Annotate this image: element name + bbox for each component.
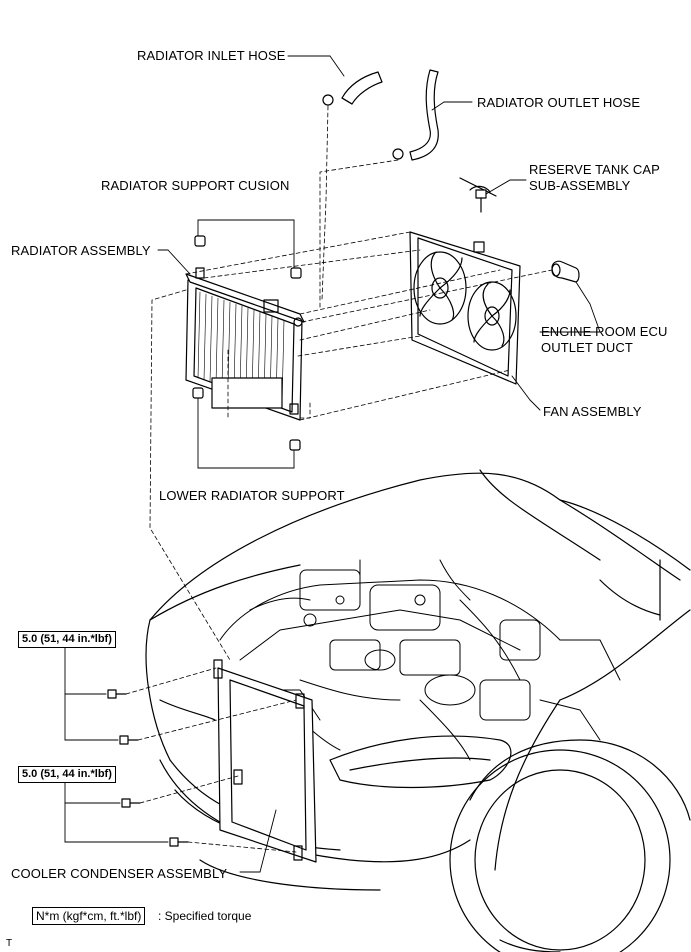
- vehicle-body: [146, 470, 690, 952]
- label-engine-room-ecu-line2: OUTLET DUCT: [541, 340, 633, 355]
- legend-torque-unit-box: N*m (kgf*cm, ft.*lbf): [32, 907, 146, 925]
- label-reserve-tank-cap-line2: SUB-ASSEMBLY: [529, 178, 631, 193]
- assembly-guide-lines: [126, 106, 552, 852]
- radiator-inlet-hose: [323, 72, 382, 105]
- condenser-bolts: [108, 690, 188, 846]
- fan-assembly: [410, 232, 520, 384]
- radiator-assembly: [186, 268, 304, 420]
- label-radiator-inlet-hose: RADIATOR INLET HOSE: [137, 48, 286, 63]
- label-fan-assembly: FAN ASSEMBLY: [543, 404, 642, 419]
- ecu-outlet-duct: [552, 261, 579, 282]
- label-reserve-tank-cap-line1: RESERVE TANK CAP: [529, 162, 660, 177]
- radiator-cushions: [193, 236, 301, 450]
- radiator-outlet-hose: [393, 70, 438, 160]
- label-radiator-outlet-hose: RADIATOR OUTLET HOSE: [477, 95, 641, 110]
- label-cooler-condenser-assembly: COOLER CONDENSER ASSEMBLY: [11, 866, 228, 881]
- leader-lines: [65, 56, 600, 872]
- legend-specified-torque: : Specified torque: [158, 909, 252, 923]
- label-lower-radiator-support: LOWER RADIATOR SUPPORT: [159, 488, 345, 503]
- torque-spec-lower: 5.0 (51, 44 in.*lbf): [18, 766, 116, 783]
- corner-mark: T: [6, 938, 13, 949]
- label-radiator-assembly: RADIATOR ASSEMBLY: [11, 243, 151, 258]
- engine-bay: [220, 560, 620, 760]
- label-radiator-support-cusion: RADIATOR SUPPORT CUSION: [101, 178, 290, 193]
- cooler-condenser: [214, 660, 316, 862]
- label-engine-room-ecu-line1: ENGINE ROOM ECU: [541, 324, 668, 339]
- reserve-tank-cap: [460, 178, 496, 212]
- torque-spec-upper: 5.0 (51, 44 in.*lbf): [18, 631, 116, 648]
